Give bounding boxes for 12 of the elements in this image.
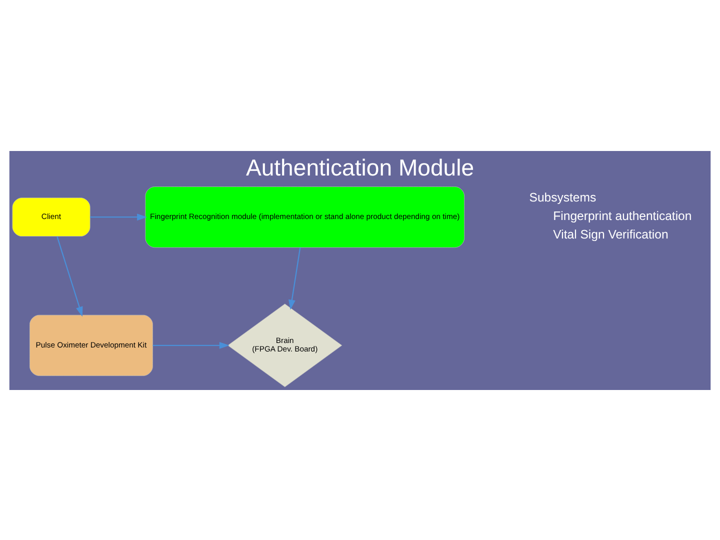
arrow [288,247,301,310]
node-box: Client [12,197,90,236]
diagram-title: Authentication Module [246,154,474,180]
node-box: Pulse Oximeter Development Kit [30,314,153,376]
arrow [90,213,148,220]
arrow [56,236,83,316]
arrow [152,341,230,348]
node-box: Fingerprint Recognition module (implementation or stand alone product depending on time) [145,186,465,248]
label: Vital Sign Verification [553,226,668,241]
label: Fingerprint authentication [553,208,692,223]
label: Subsystems [529,190,596,204]
node-diamond: Brain (FPGA Dev. Board) [228,303,342,387]
